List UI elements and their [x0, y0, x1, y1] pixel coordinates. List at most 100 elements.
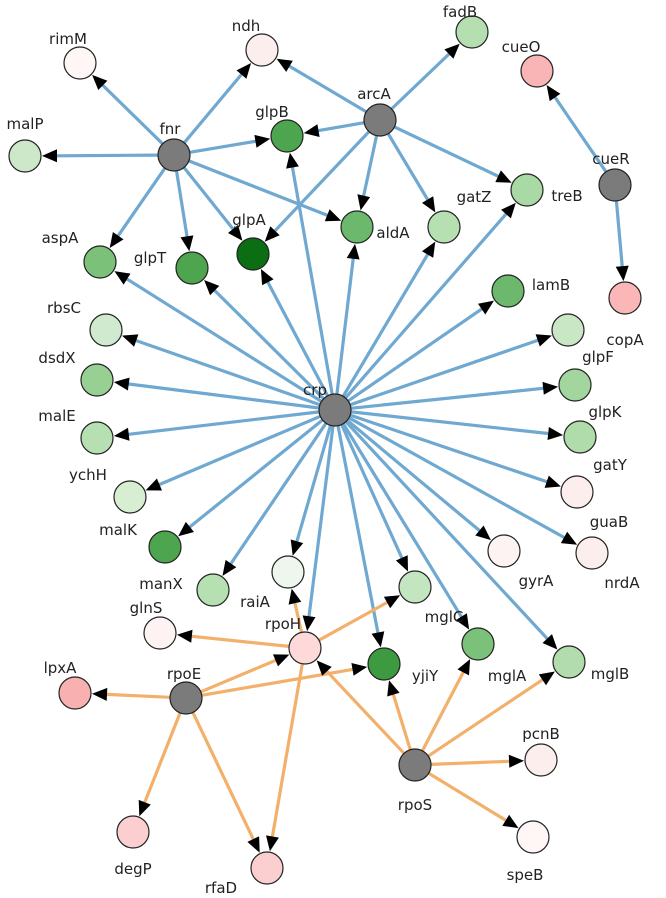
edge-rpoS-to-rpoH [325, 669, 406, 755]
edge-cueR-to-cueO [553, 95, 608, 174]
node-cueR[interactable] [598, 168, 632, 202]
labels-layer: fnrarcAcueRcrprpoErpoSrimMndhfadBcueOmal… [6, 3, 644, 897]
node-rpoE[interactable] [169, 681, 203, 715]
node-arcA[interactable] [363, 103, 397, 137]
edge-crp-to-malK [188, 418, 325, 529]
arrowhead-crp-to-guaB [544, 475, 561, 488]
node-label-glnS: glnS [130, 599, 163, 617]
node-cueO[interactable] [520, 54, 554, 88]
arrowhead-crp-to-glpB [286, 152, 299, 169]
node-aldA[interactable] [340, 210, 374, 244]
arrowhead-cueR-to-cueO [546, 85, 561, 102]
arrowhead-cueR-to-copA [615, 265, 629, 282]
node-malE[interactable] [80, 421, 114, 455]
node-label-glpA: glpA [232, 211, 266, 229]
node-raiA[interactable] [271, 555, 305, 589]
edge-fnr-to-aldA [187, 159, 329, 217]
node-speB[interactable] [516, 820, 550, 854]
node-treB[interactable] [510, 173, 544, 207]
node-label-mglA: mglA [488, 667, 527, 685]
arrowhead-rpoS-to-pcnB [508, 754, 524, 768]
edge-crp-to-glpT [213, 288, 326, 401]
arrowhead-fnr-to-ndh [236, 63, 252, 79]
node-label-mglB: mglB [591, 665, 630, 683]
arrowhead-rpoH-to-raiA [288, 588, 302, 605]
node-lamB[interactable] [491, 274, 525, 308]
node-crp[interactable] [318, 393, 352, 427]
arrowhead-crp-to-mglC [395, 555, 408, 572]
node-label-rfaD: rfaD [205, 879, 237, 897]
edge-crp-to-mglB [344, 420, 549, 641]
arrowhead-crp-to-glpT [204, 280, 220, 296]
node-ychH[interactable] [113, 480, 147, 514]
node-gyrA[interactable] [487, 534, 521, 568]
node-rpoH[interactable] [288, 631, 322, 665]
node-guaB[interactable] [560, 475, 594, 509]
node-label-aspA: aspA [42, 229, 80, 247]
node-label-gatZ: gatZ [457, 188, 492, 206]
node-lpxA[interactable] [58, 676, 92, 710]
edge-crp-to-mglC [340, 423, 404, 560]
arrowhead-fnr-to-glpA [228, 224, 243, 241]
node-label-manX: manX [139, 575, 183, 593]
node-label-rbsC: rbsC [47, 299, 81, 317]
node-label-rpoE: rpoE [167, 665, 201, 683]
arrowhead-crp-to-gatZ [422, 241, 436, 258]
arrowhead-crp-to-yjiY [371, 631, 385, 648]
edge-crp-to-gatY [349, 410, 550, 436]
node-degP[interactable] [116, 815, 150, 849]
arrowhead-crp-to-malE [113, 427, 130, 441]
node-rbsC[interactable] [89, 313, 123, 347]
node-mglC[interactable] [398, 570, 432, 604]
edge-rpoE-to-rpoH [199, 658, 278, 694]
edge-rpoE-to-lpxA [105, 692, 172, 699]
node-label-fadB: fadB [443, 3, 477, 21]
arrowhead-crp-to-mglB [542, 634, 558, 650]
node-glnS[interactable] [143, 616, 177, 650]
node-glpF[interactable] [551, 313, 585, 347]
node-pcnB[interactable] [524, 743, 558, 777]
node-fnr[interactable] [157, 138, 191, 172]
node-malP[interactable] [8, 139, 42, 173]
arrowhead-arcA-to-glpB [303, 124, 320, 137]
arrowhead-rpoS-to-mglB [538, 671, 555, 686]
node-aspA[interactable] [83, 245, 117, 279]
node-nrdA[interactable] [575, 536, 609, 570]
edge-crp-to-treB [343, 212, 508, 400]
node-label-fnr: fnr [160, 120, 182, 138]
node-glpK[interactable] [558, 368, 592, 402]
edge-cueR-to-copA [614, 199, 624, 268]
node-glpT[interactable] [175, 251, 209, 285]
node-dsdX[interactable] [80, 363, 114, 397]
edge-arcA-to-fadB [390, 52, 451, 111]
node-rpoS[interactable] [398, 748, 432, 782]
node-label-aldA: aldA [376, 224, 410, 242]
node-glpB[interactable] [270, 119, 304, 153]
node-rimM[interactable] [63, 46, 97, 80]
node-gatZ[interactable] [427, 210, 461, 244]
edge-fnr-to-ndh [182, 72, 243, 145]
arrowhead-arcA-to-aldA [357, 194, 371, 211]
node-ndh[interactable] [245, 33, 279, 67]
edge-crp-to-mglA [341, 422, 463, 619]
node-malK[interactable] [148, 530, 182, 564]
node-label-guaB: guaB [590, 513, 629, 531]
arrowhead-crp-to-lamB [478, 300, 494, 315]
node-rfaD[interactable] [250, 851, 284, 885]
node-fadB[interactable] [455, 15, 489, 49]
arrowhead-crp-to-aldA [346, 243, 360, 260]
node-manX[interactable] [196, 573, 230, 607]
arrowhead-arcA-to-gatZ [422, 196, 436, 213]
node-copA[interactable] [608, 281, 642, 315]
node-label-malP: malP [6, 115, 43, 133]
node-gatY[interactable] [563, 420, 597, 454]
node-mglA[interactable] [461, 627, 495, 661]
node-yjiY[interactable] [367, 647, 401, 681]
node-label-rpoS: rpoS [398, 796, 432, 814]
node-mglB[interactable] [552, 645, 586, 679]
arrowhead-arcA-to-fadB [444, 43, 460, 59]
edge-crp-to-raiA [295, 423, 333, 543]
node-label-rpoH: rpoH [265, 615, 301, 633]
edge-crp-to-ychH [157, 414, 322, 487]
node-glpA[interactable] [236, 237, 270, 271]
